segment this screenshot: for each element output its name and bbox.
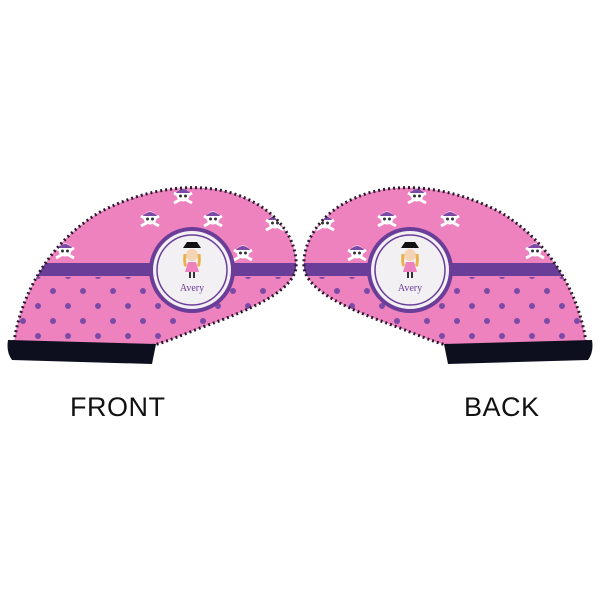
- back-label: BACK: [464, 392, 540, 422]
- front-medallion: [149, 227, 235, 313]
- front-name-text: Avery: [180, 283, 204, 294]
- back-cover: Avery: [290, 170, 600, 364]
- back-name-text: Avery: [398, 283, 422, 294]
- front-cover: Avery: [0, 170, 310, 364]
- front-label: FRONT: [70, 392, 166, 422]
- back-medallion: [367, 227, 453, 313]
